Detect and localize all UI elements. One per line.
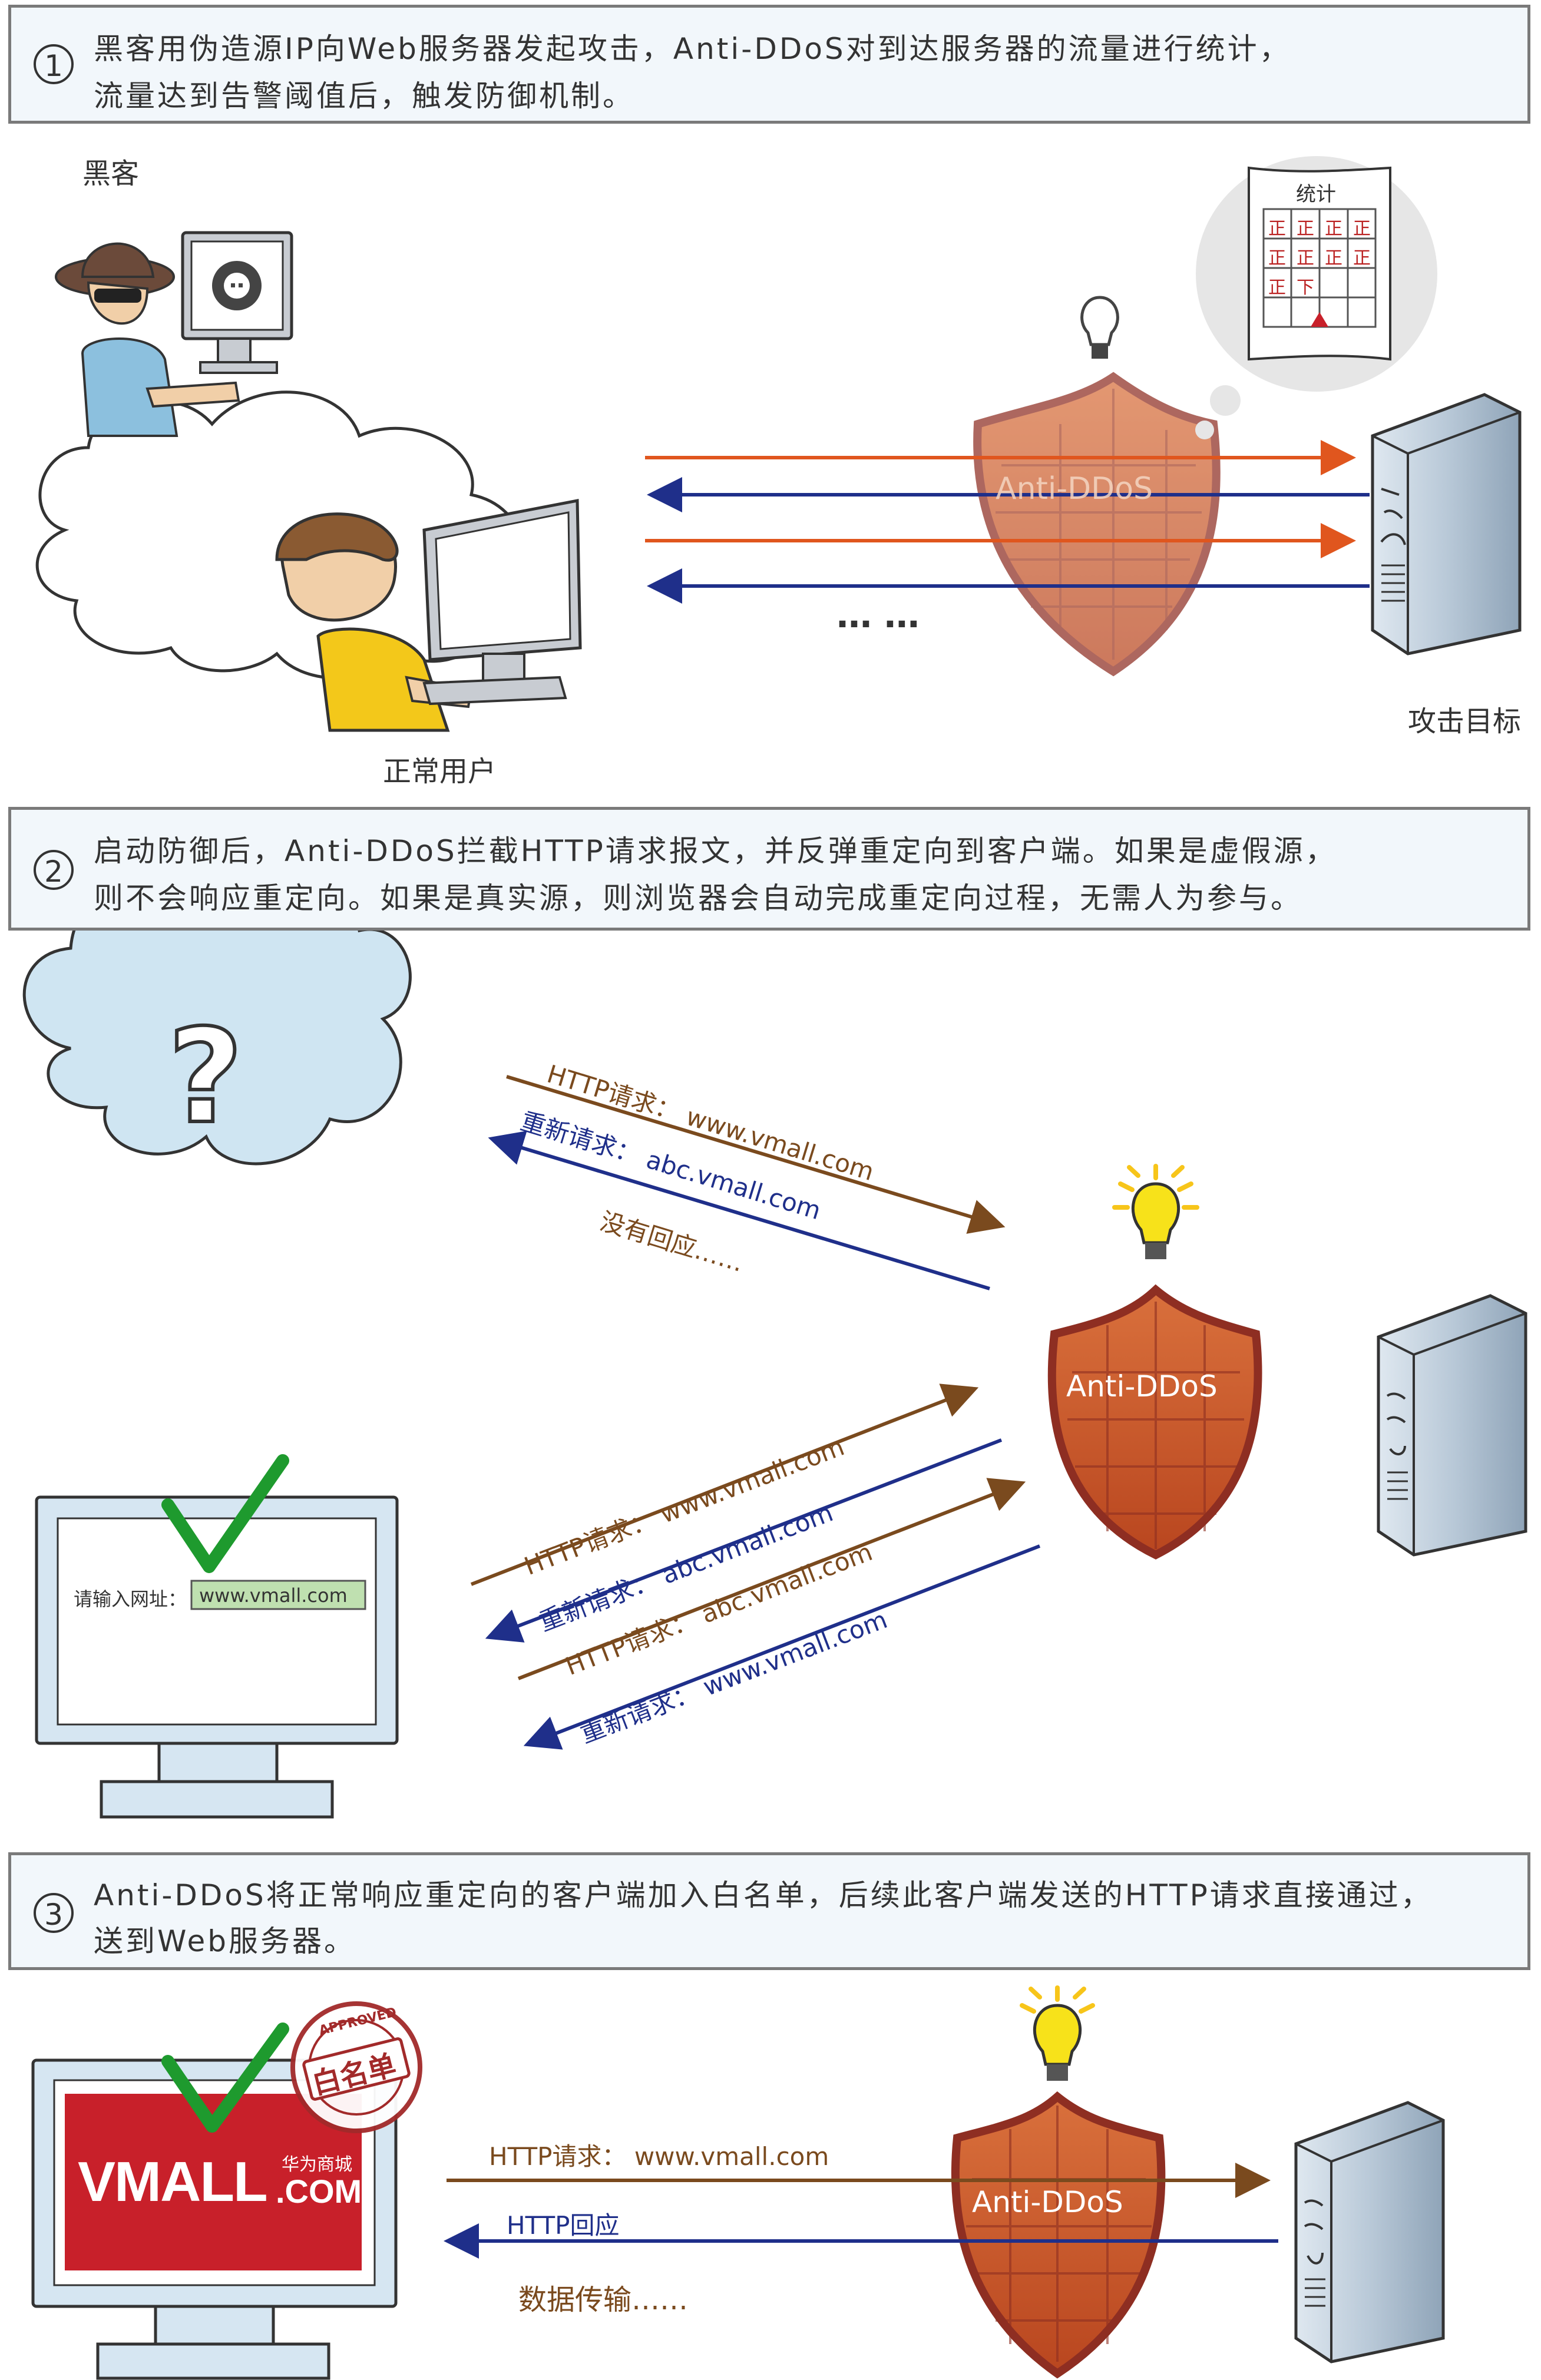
step-2-banner: 2 启动防御后，Anti-DDoS拦截HTTP请求报文，并反弹重定向到客户端。如… <box>8 807 1530 931</box>
tally-mark: 正 <box>1297 219 1314 239</box>
step-1-line-1: 黑客用伪造源IP向Web服务器发起攻击，Anti-DDoS对到达服务器的流量进行… <box>94 32 1291 66</box>
lightbulb-on-icon <box>1020 1985 1095 2081</box>
server-target-2 <box>1377 1294 1527 1557</box>
server-target-1 <box>1371 393 1522 656</box>
vmall-logo-cn: 华为商城 <box>282 2154 352 2175</box>
step-3-number: 3 <box>34 1893 74 1933</box>
pass-through-arrows <box>444 2163 1278 2259</box>
normal-user-label: 正常用户 <box>383 755 497 788</box>
stats-title: 统计 <box>1296 183 1336 206</box>
whitelisted-client-monitor <box>31 2058 398 2380</box>
web-server-3 <box>1294 2101 1445 2364</box>
http-response-label: HTTP回应 <box>507 2211 620 2240</box>
step-1-banner: 1 黑客用伪造源IP向Web服务器发起攻击，Anti-DDoS对到达服务器的流量… <box>8 5 1530 124</box>
http-request-label: HTTP请求： www.vmall.com <box>489 2142 829 2171</box>
question-mark-icon: ? <box>166 999 245 1154</box>
step-3-banner: 3 Anti-DDoS将正常响应重定向的客户端加入白名单，后续此客户端发送的HT… <box>8 1852 1530 1970</box>
stats-thought-bubble <box>1195 156 1437 439</box>
tally-mark: 正 <box>1268 248 1286 269</box>
step-2-line-2: 则不会响应重定向。如果是真实源，则浏览器会自动完成重定向过程，无需人为参与。 <box>94 881 1302 915</box>
address-bar-label: 请输入网址： <box>74 1588 187 1610</box>
lightbulb-on-icon <box>1112 1164 1199 1259</box>
step-2-line-1: 启动防御后，Anti-DDoS拦截HTTP请求报文，并反弹重定向到客户端。如果是… <box>94 834 1337 868</box>
skull-gear-icon <box>212 261 262 310</box>
hacker-monitor <box>181 231 293 374</box>
shield-1-label: Anti-DDoS <box>996 471 1153 507</box>
tally-mark: 正 <box>1297 248 1314 269</box>
ellipsis-dots: … … <box>836 595 920 636</box>
shield-2-label: Anti-DDoS <box>1066 1369 1218 1403</box>
hacker-label: 黑客 <box>82 157 140 190</box>
anti-ddos-shield-3 <box>951 2091 1166 2379</box>
hacker-figure <box>55 242 240 437</box>
tally-mark: 正 <box>1268 277 1286 298</box>
step-1-number: 1 <box>34 44 74 84</box>
step-3-line-2: 送到Web服务器。 <box>94 1924 356 1958</box>
vmall-logo-suffix: .COM <box>276 2173 362 2210</box>
step-2-number: 2 <box>34 850 74 890</box>
tally-mark: 正 <box>1353 248 1371 269</box>
redirect-arrows <box>470 1075 1041 1750</box>
shield-3-label: Anti-DDoS <box>972 2185 1123 2219</box>
checkmark-icon <box>161 2022 289 2133</box>
data-transfer-label: 数据传输…… <box>518 2283 689 2316</box>
lightbulb-off-icon <box>1080 296 1119 359</box>
tally-mark: 正 <box>1325 248 1342 269</box>
attack-arrows <box>645 440 1370 604</box>
step-1-line-2: 流量达到告警阈值后，触发防御机制。 <box>94 79 634 113</box>
step-3-line-1: Anti-DDoS将正常响应重定向的客户端加入白名单，后续此客户端发送的HTTP… <box>94 1878 1433 1912</box>
stats-tally-grid: 正 正 正 正 正 正 正 正 正 下 <box>1264 209 1375 327</box>
attack-target-label: 攻击目标 <box>1408 705 1522 738</box>
approved-stamp <box>290 2001 422 2133</box>
checkmark-icon <box>161 1454 289 1573</box>
tally-mark: 正 <box>1325 219 1342 239</box>
tally-mark: 正 <box>1268 219 1286 239</box>
tally-mark: 正 <box>1353 219 1371 239</box>
anti-ddos-shield-1 <box>973 372 1221 677</box>
user-monitor <box>422 498 582 706</box>
tally-mark: 下 <box>1297 277 1314 298</box>
anti-ddos-shield-2 <box>1047 1284 1262 1560</box>
address-bar-value: www.vmall.com <box>199 1584 348 1607</box>
normal-user-figure <box>275 512 473 732</box>
vmall-logo-text: VMALL <box>78 2150 268 2213</box>
